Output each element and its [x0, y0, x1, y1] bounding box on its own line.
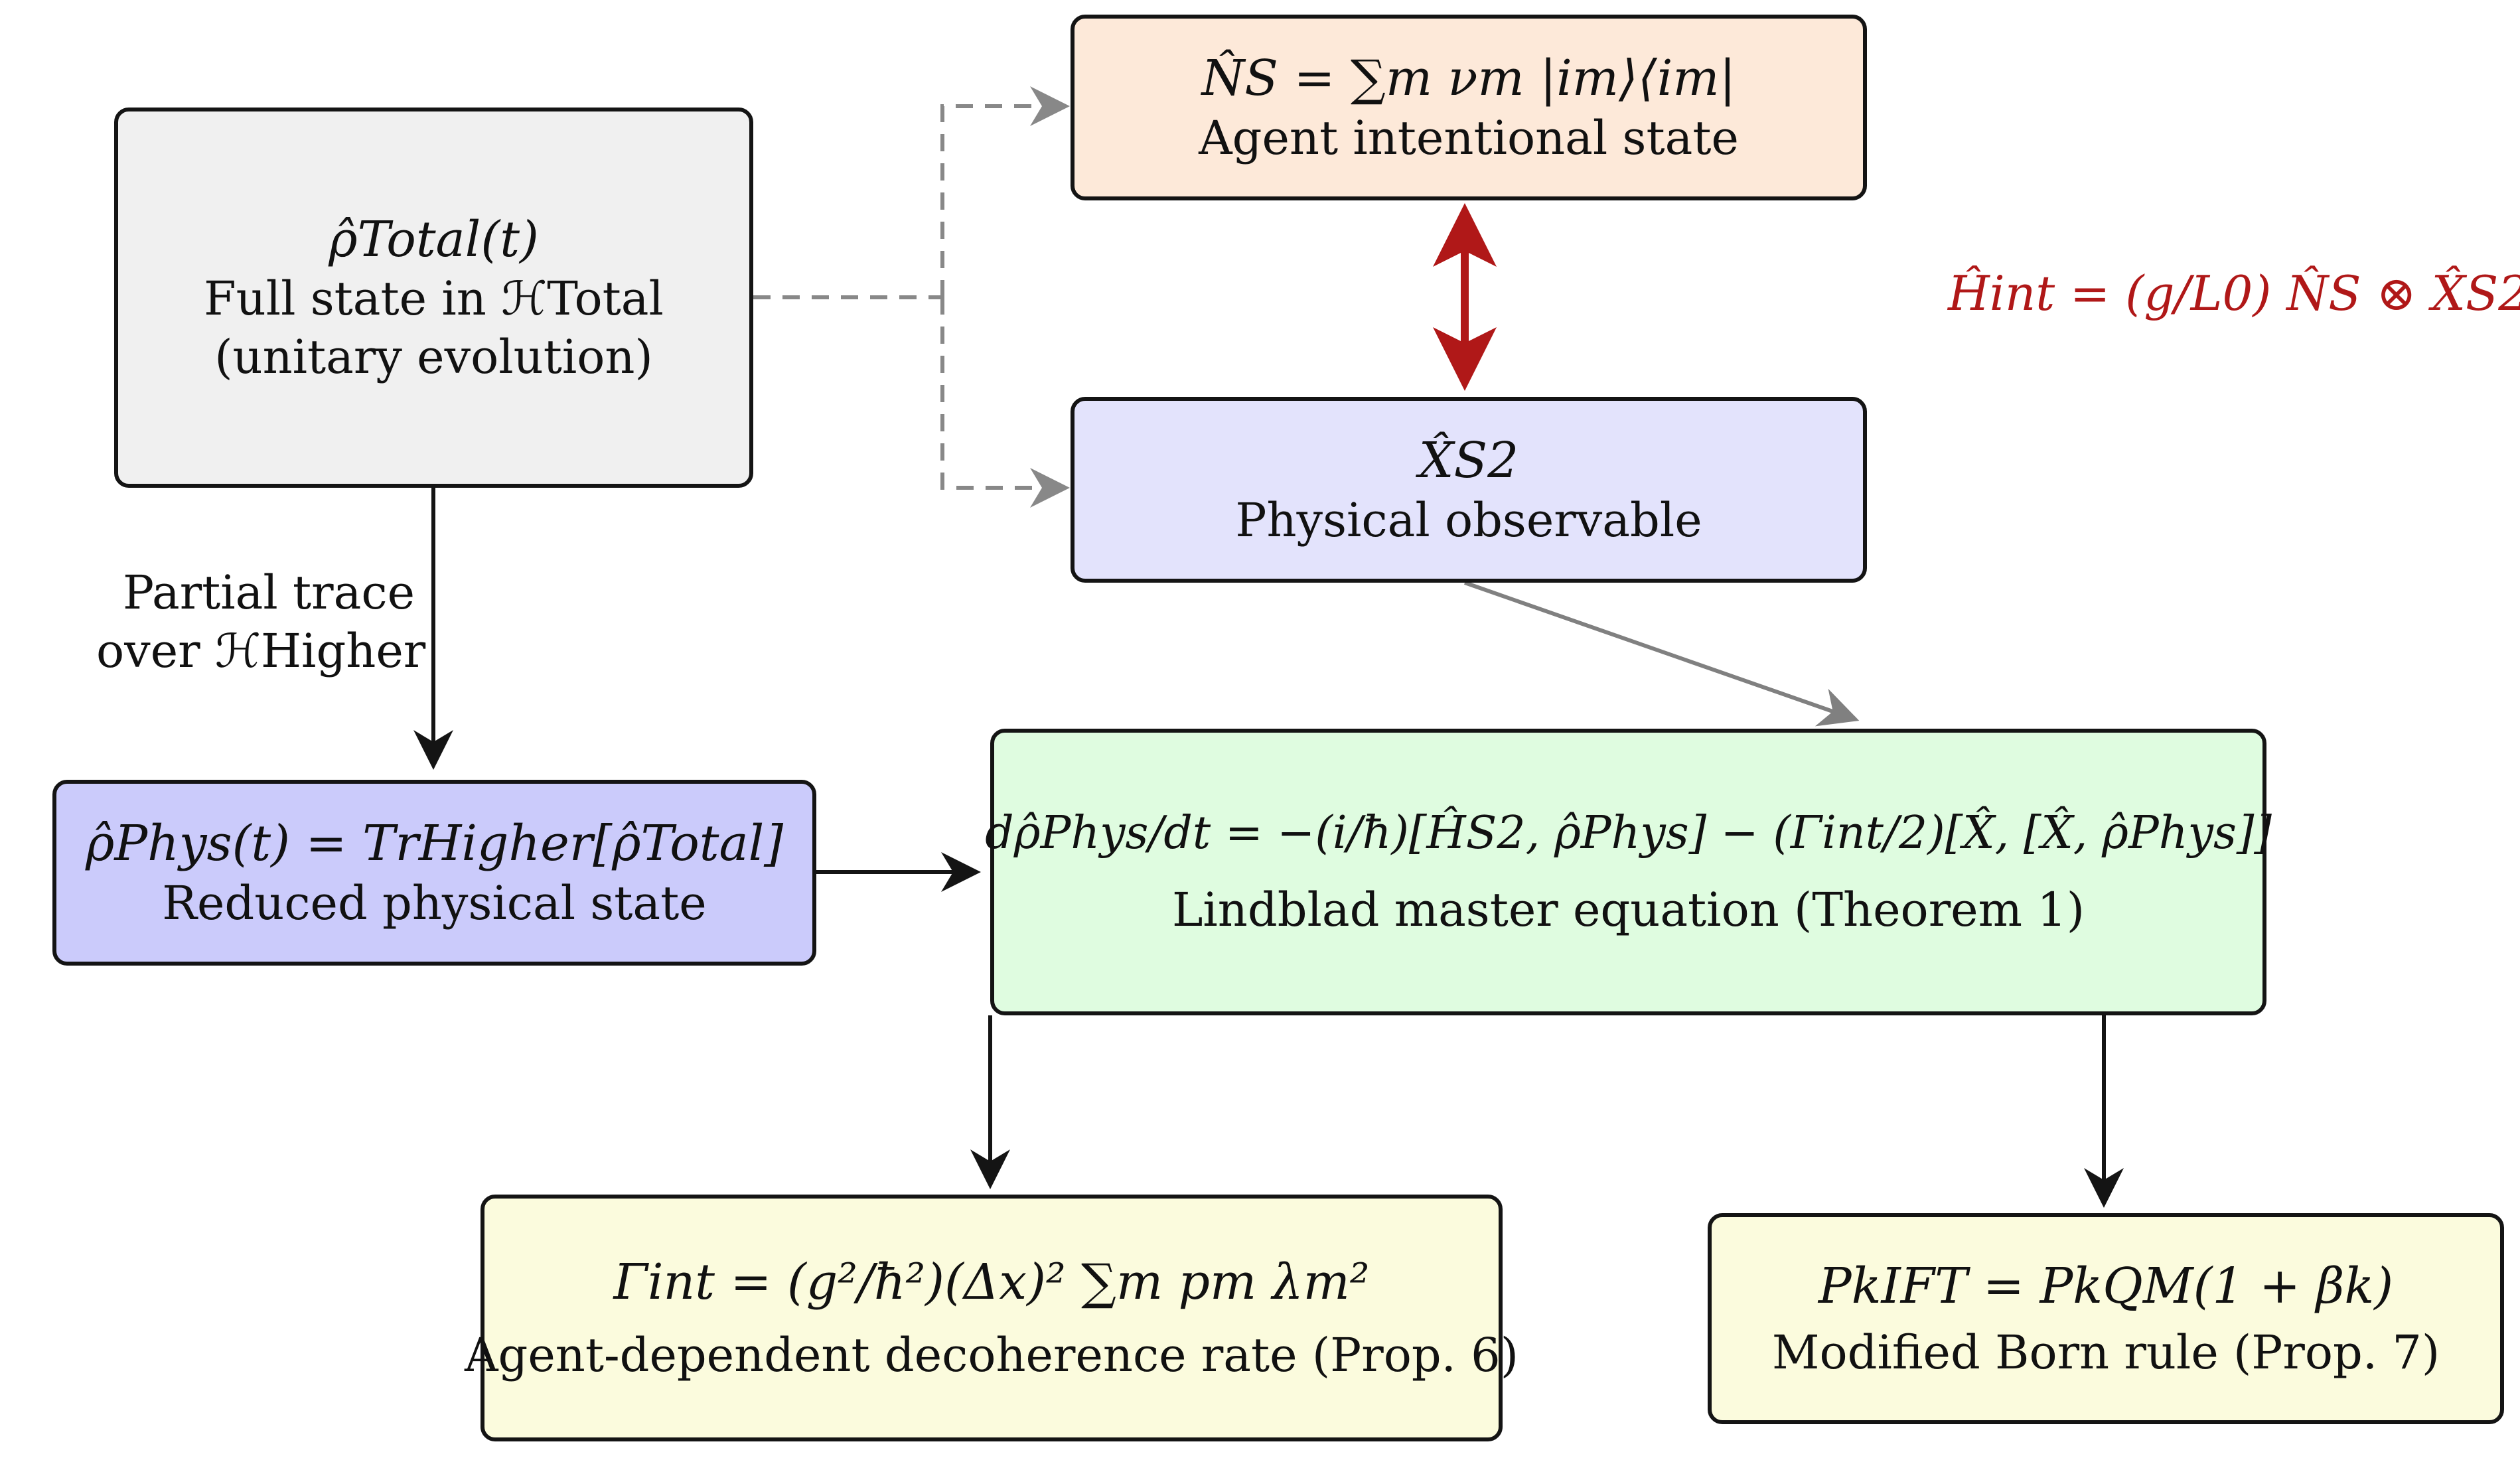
node-lindblad-equation: dρ̂Phys/dt = −(i/ħ)[ĤS2, ρ̂Phys] − (Γint…	[985, 729, 2272, 1015]
observable-caption: Physical observable	[1235, 492, 1702, 548]
lindblad-formula: dρ̂Phys/dt = −(i/ħ)[ĤS2, ρ̂Phys] − (Γint…	[985, 806, 2272, 859]
node-physical-observable: X̂S2 Physical observable	[1071, 397, 1867, 583]
decoherence-formula: Γint = (g²/ħ²)(Δx)² ∑m pm λm²	[613, 1254, 1370, 1311]
agent-state-caption: Agent intentional state	[1199, 110, 1739, 165]
partial-trace-line-1: Partial trace	[123, 565, 415, 620]
dashed-edge-total-to-observable	[940, 297, 1070, 508]
node-total-state: ρ̂Total(t) Full state in ℋTotal (unitary…	[114, 108, 753, 488]
node-decoherence-rate: Γint = (g²/ħ²)(Δx)² ∑m pm λm² Agent-depe…	[465, 1195, 1519, 1441]
total-state-caption: Full state in ℋTotal	[204, 271, 664, 327]
total-state-formula: ρ̂Total(t)	[329, 210, 539, 268]
decoherence-caption: Agent-dependent decoherence rate (Prop. …	[464, 1327, 1519, 1382]
reduced-state-caption: Reduced physical state	[162, 875, 707, 930]
node-reduced-physical-state: ρ̂Phys(t) = TrHigher[ρ̂Total] Reduced ph…	[52, 780, 816, 966]
partial-trace-label: Partial trace over ℋHigher	[96, 564, 426, 680]
total-state-caption-2: (unitary evolution)	[214, 329, 653, 384]
observable-formula: X̂S2	[1418, 432, 1519, 489]
dashed-edge-total-to-agent	[940, 86, 1070, 297]
edge-observable-to-lindblad	[1464, 581, 1860, 727]
node-modified-born-rule: PkIFT = PkQM(1 + βk) Modified Born rule …	[1708, 1213, 2504, 1424]
lindblad-caption: Lindblad master equation (Theorem 1)	[1171, 882, 2085, 937]
agent-state-formula: N̂S = ∑m νm |im⟩⟨im|	[1201, 50, 1736, 107]
partial-trace-line-2: over ℋHigher	[96, 623, 426, 678]
born-rule-caption: Modified Born rule (Prop. 7)	[1771, 1325, 2440, 1380]
node-agent-intentional-state: N̂S = ∑m νm |im⟩⟨im| Agent intentional s…	[1071, 15, 1867, 200]
born-rule-formula: PkIFT = PkQM(1 + βk)	[1818, 1258, 2394, 1315]
interaction-hamiltonian: Ĥint = (g/L0) N̂S ⊗ X̂S2	[1948, 265, 2520, 321]
reduced-state-formula: ρ̂Phys(t) = TrHigher[ρ̂Total]	[85, 815, 784, 872]
